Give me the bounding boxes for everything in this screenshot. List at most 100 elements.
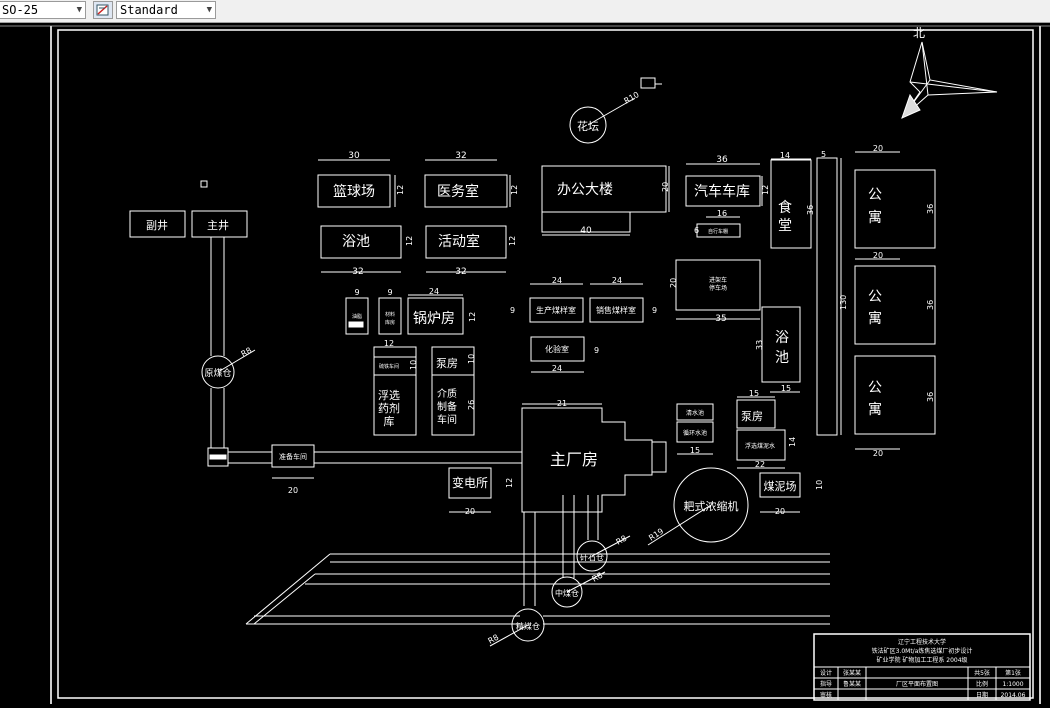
apartment-1: 公 寓 20 36: [854, 144, 936, 249]
sales-sample-room-label: 销售煤样室: [596, 305, 636, 315]
flotation-reagent-label: 浮选: [378, 389, 400, 402]
dimension-label: 32: [455, 267, 466, 277]
clear-water-pool-label: 清水池: [686, 409, 704, 417]
bicycle-shed: 自行车棚 16 6: [694, 209, 741, 238]
material-storage: 材料 库房 9: [378, 288, 402, 335]
dimension-label: 9: [594, 346, 599, 355]
titleblock-cell: 鲁某某: [843, 680, 861, 688]
canteen-label: 堂: [778, 218, 792, 234]
raw-coal-bin: 原煤仓 R8: [201, 346, 272, 467]
drawing-canvas[interactable]: 北 花坛 R10 副井 主井 原煤仓 R8: [0, 23, 1050, 704]
drawing-title: 厂区平面布置图: [896, 680, 938, 688]
dimension-label: 20: [669, 278, 678, 288]
dimension-label: 20: [873, 251, 883, 260]
dimension-label: 24: [552, 364, 562, 373]
dimension-label: 15: [690, 446, 700, 455]
drawing-border: [57, 29, 1034, 699]
slurry-building-label: 浮选煤泥水: [745, 442, 775, 450]
dimension-label: 9: [354, 288, 359, 297]
dimension-label: 21: [557, 399, 567, 408]
medium-prep-label: 制备: [437, 400, 457, 413]
boiler-house-label: 锅炉房: [413, 311, 455, 327]
parking-lot: 进架车 停车场 35 20: [669, 259, 761, 324]
dimension-label: 9: [510, 306, 515, 315]
dimension-label: 15: [781, 384, 791, 393]
pump-room-2: 泵房 浮选煤泥水 15 22 14: [736, 389, 797, 469]
apartment-label: 寓: [868, 209, 882, 226]
bathhouse-2-label: 浴: [775, 330, 789, 346]
chevron-down-icon[interactable]: ▼: [76, 5, 82, 15]
material-storage-label: 材料: [385, 311, 395, 318]
north-label: 北: [913, 26, 925, 40]
titleblock-cell: 审核: [820, 691, 832, 699]
preparation-workshop: 准备车间 20: [271, 444, 522, 495]
dimension-label: 130: [839, 295, 848, 310]
raw-coal-bin-label: 原煤仓: [204, 367, 231, 379]
dimension-label: 30: [348, 151, 360, 161]
text-style-combo[interactable]: SO-25 ▼: [0, 1, 86, 19]
flotation-reagent-storage: 硫铁车间 浮选 药剂 库 12 10: [373, 339, 418, 436]
apartment-label: 公: [868, 289, 882, 305]
radius-label: R8: [240, 346, 254, 359]
dimension-label: 24: [552, 276, 562, 285]
flower-bed: 花坛 R10: [569, 77, 662, 144]
dimension-label: 32: [455, 151, 466, 161]
dimension-label: 40: [580, 226, 592, 236]
middling-bin-label: 中煤仓: [555, 588, 579, 598]
dimension-label: 10: [467, 354, 476, 364]
dimension-label: 14: [780, 151, 790, 160]
flower-bed-label: 花坛: [577, 120, 599, 133]
garage: 汽车车库 36 12: [685, 155, 770, 207]
railway: [245, 553, 830, 625]
middling-bin: 中煤仓 R8: [551, 571, 606, 608]
product-conveyors: [523, 495, 599, 606]
rake-thickener: 耙式浓缩机 R19: [647, 467, 749, 546]
dimension-label: 12: [510, 185, 519, 195]
clean-coal-bin: 精煤仓 R8: [487, 608, 545, 647]
project-name: 铁法矿区3.0Mt/a炼焦选煤厂初步设计: [872, 647, 973, 655]
main-shaft-label: 主井: [207, 218, 229, 232]
lab-room: 化验室 24 9: [530, 336, 599, 373]
dimension-label: 22: [755, 460, 765, 469]
school-name: 辽宁工程技术大学: [898, 638, 946, 646]
gangue-bin-label: 矸石仓: [580, 552, 604, 562]
medium-prep-label: 车间: [437, 413, 457, 426]
circulating-water-pool: 循环水池 15: [676, 421, 714, 455]
basketball-court: 篮球场 30 12: [317, 151, 405, 208]
canteen-label: 食: [778, 199, 792, 216]
clean-coal-bin-label: 精煤仓: [516, 621, 540, 631]
titleblock-cell: 1:1000: [1002, 681, 1023, 688]
titleblock-cell: 2014.06: [1001, 692, 1026, 699]
preparation-workshop-label: 准备车间: [279, 452, 307, 461]
apartment-label: 公: [868, 380, 882, 396]
titleblock-cell: 比例: [976, 680, 988, 688]
dimension-label: 20: [775, 507, 785, 516]
dimension-label: 14: [788, 437, 797, 447]
dimension-label: 36: [926, 392, 935, 402]
dimension-label: 36: [806, 205, 815, 215]
dimension-label: 12: [405, 236, 414, 246]
dimension-label: 12: [396, 185, 405, 195]
dimension-label: 20: [873, 144, 883, 153]
text-style-value: SO-25: [2, 3, 39, 17]
titleblock-cell: 指导: [820, 680, 832, 688]
substation-label: 变电所: [452, 475, 488, 490]
parking-lot-label: 进架车: [709, 276, 727, 284]
main-shaft: 主井: [191, 180, 248, 356]
auxiliary-shaft: 副井: [129, 210, 186, 238]
chevron-down-icon[interactable]: ▼: [206, 5, 212, 15]
boiler-house: 锅炉房 24 12: [407, 287, 477, 335]
dim-style-combo[interactable]: Standard ▼: [116, 1, 216, 19]
pump-room-label: 泵房: [436, 357, 458, 370]
titleblock-cell: 日期: [976, 691, 988, 699]
oil-storage: 油脂 9: [345, 288, 369, 335]
department: 矿业学院 矿物加工工程系 2004级: [876, 656, 967, 664]
flotation-reagent-label: 药剂: [378, 401, 400, 415]
dimension-label: 20: [288, 486, 298, 495]
flotation-reagent-label: 库: [384, 415, 395, 428]
dimension-label: 20: [661, 182, 670, 192]
dimension-style-icon[interactable]: [93, 1, 113, 19]
main-plant: 主厂房 21: [521, 399, 667, 513]
activity-room: 活动室 32 12: [425, 225, 517, 277]
dimension-label: 12: [384, 339, 394, 348]
